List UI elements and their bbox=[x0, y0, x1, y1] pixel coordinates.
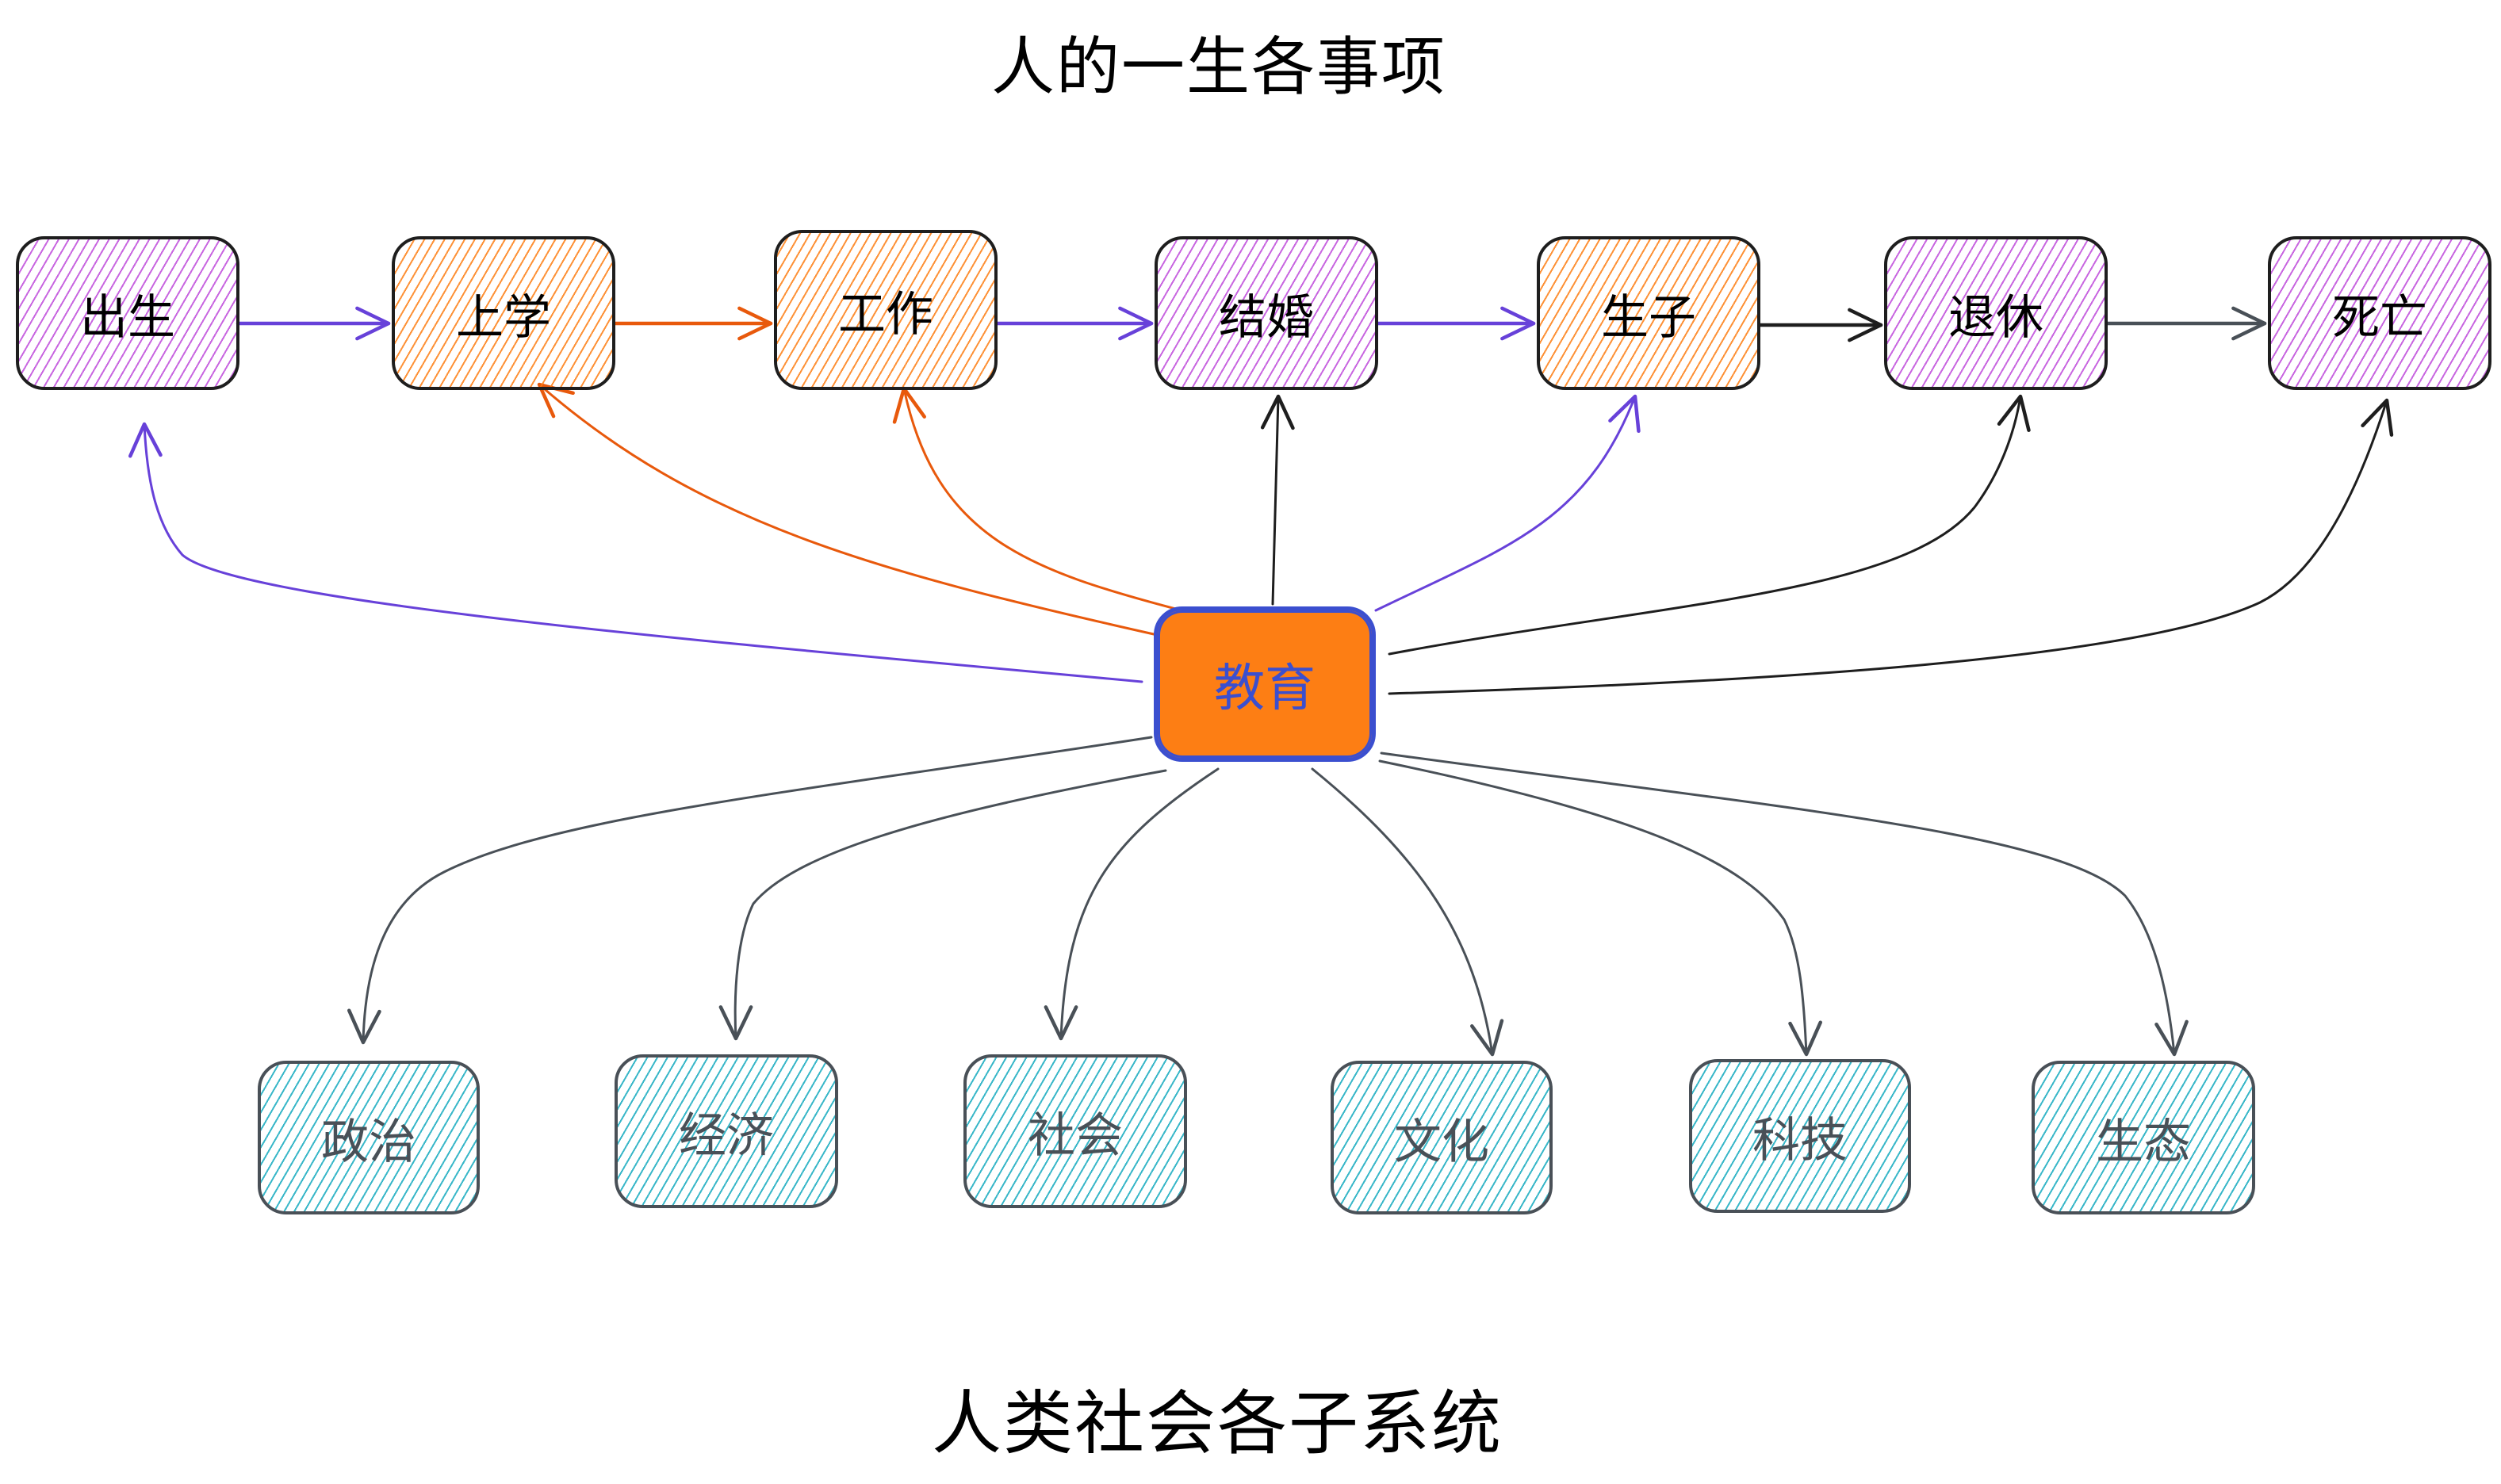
arrowhead-icon bbox=[1848, 308, 1883, 342]
edge-center-to-retire[interactable] bbox=[1388, 395, 2022, 656]
node-society[interactable]: 社会 bbox=[963, 1054, 1187, 1208]
node-label: 生态 bbox=[2096, 1114, 2191, 1170]
node-label: 科技 bbox=[1752, 1112, 1848, 1168]
arrowhead-icon bbox=[2154, 1019, 2189, 1057]
edge-center-to-ecology[interactable] bbox=[1380, 752, 2176, 1056]
edge-center-to-culture[interactable] bbox=[1311, 767, 1494, 1056]
top-title: 人的一生各事项 bbox=[991, 30, 1446, 104]
arrowhead-icon bbox=[737, 306, 773, 341]
node-death[interactable]: 死亡 bbox=[2268, 236, 2491, 390]
node-technology[interactable]: 科技 bbox=[1689, 1059, 1911, 1213]
node-label: 工作 bbox=[838, 286, 933, 342]
edge-center-to-death[interactable] bbox=[1388, 399, 2388, 695]
arrowhead-icon bbox=[1500, 306, 1536, 341]
arrowhead-icon bbox=[718, 1005, 753, 1041]
node-label: 死亡 bbox=[2332, 289, 2427, 346]
arrowhead-icon bbox=[1608, 394, 1641, 434]
edge-center-to-politics[interactable] bbox=[362, 736, 1153, 1044]
node-label: 结婚 bbox=[1219, 289, 1314, 346]
node-label: 社会 bbox=[1028, 1107, 1123, 1164]
node-label: 教育 bbox=[1214, 660, 1316, 718]
arrowhead-icon bbox=[1260, 394, 1295, 430]
arrowhead-icon bbox=[1470, 1019, 1504, 1057]
edge-center-to-child[interactable] bbox=[1374, 395, 1637, 612]
node-work[interactable]: 工作 bbox=[774, 230, 998, 390]
node-school[interactable]: 上学 bbox=[392, 236, 615, 390]
edge-center-to-work[interactable] bbox=[902, 387, 1183, 612]
arrowhead-icon bbox=[1788, 1020, 1822, 1057]
node-birth[interactable]: 出生 bbox=[16, 236, 239, 390]
arrowhead-icon bbox=[1044, 1005, 1078, 1041]
node-child[interactable]: 生子 bbox=[1537, 236, 1760, 390]
arrowhead-icon bbox=[2361, 398, 2394, 437]
arrowhead-icon bbox=[1997, 394, 2031, 432]
arrowhead-icon bbox=[355, 306, 391, 341]
node-ecology[interactable]: 生态 bbox=[2032, 1061, 2255, 1214]
arrowhead-icon bbox=[1118, 306, 1154, 341]
node-culture[interactable]: 文化 bbox=[1331, 1061, 1553, 1214]
node-education[interactable]: 教育 bbox=[1154, 606, 1376, 762]
bottom-title: 人类社会各子系统 bbox=[932, 1383, 1503, 1464]
node-politics[interactable]: 政治 bbox=[258, 1061, 480, 1214]
node-label: 政治 bbox=[321, 1114, 416, 1170]
node-economy[interactable]: 经济 bbox=[615, 1054, 838, 1208]
node-marriage[interactable]: 结婚 bbox=[1155, 236, 1378, 390]
edge-center-to-birth[interactable] bbox=[143, 423, 1143, 683]
node-label: 文化 bbox=[1394, 1114, 1489, 1170]
edge-center-to-marriage[interactable] bbox=[1271, 395, 1280, 606]
node-label: 生子 bbox=[1601, 289, 1696, 346]
node-label: 经济 bbox=[679, 1107, 774, 1164]
node-retire[interactable]: 退休 bbox=[1884, 236, 2108, 390]
node-label: 出生 bbox=[80, 289, 175, 346]
arrowhead-icon bbox=[128, 422, 163, 458]
arrowhead-icon bbox=[2231, 306, 2267, 341]
node-label: 上学 bbox=[456, 289, 551, 346]
edge-center-to-school[interactable] bbox=[538, 383, 1155, 636]
edge-center-to-society[interactable] bbox=[1059, 767, 1220, 1040]
arrowhead-icon bbox=[347, 1008, 381, 1045]
edge-center-to-economy[interactable] bbox=[733, 769, 1167, 1040]
arrowhead-icon bbox=[892, 386, 926, 424]
node-label: 退休 bbox=[1948, 289, 2043, 346]
edge-center-to-technology[interactable] bbox=[1378, 759, 1808, 1056]
